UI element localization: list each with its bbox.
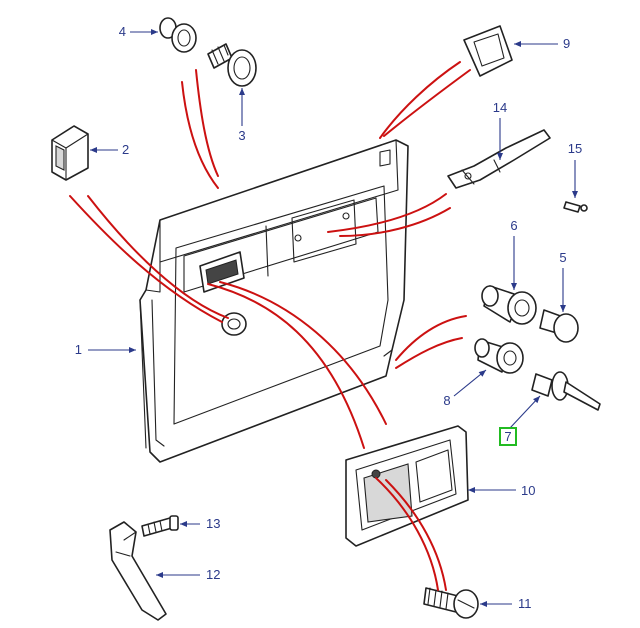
part-5-plug[interactable]: [539, 309, 579, 343]
redline-bush-a: [395, 315, 467, 361]
leader-7-arrowhead: [533, 396, 540, 404]
callout-6[interactable]: 6: [510, 218, 517, 233]
leader-9-arrowhead: [514, 41, 521, 47]
callout-1[interactable]: 1: [75, 342, 82, 357]
callout-10[interactable]: 10: [521, 483, 535, 498]
leader-1-arrowhead: [129, 347, 136, 353]
leader-13-arrowhead: [180, 521, 187, 527]
redline-screw-b: [385, 479, 447, 591]
callout-15[interactable]: 15: [568, 141, 582, 156]
leader-11-arrowhead: [480, 601, 487, 607]
leader-14-arrowhead: [497, 153, 503, 160]
redline-strap-b: [339, 207, 451, 237]
redline-handle-b: [219, 281, 387, 425]
part-8-bush[interactable]: [474, 338, 524, 374]
callout-4[interactable]: 4: [119, 24, 126, 39]
redline-fastener-b: [195, 69, 219, 177]
redline-handle-a: [207, 283, 365, 449]
leader-7: [509, 395, 541, 429]
leader-3-arrowhead: [239, 88, 245, 95]
part-3-push-fastener[interactable]: [207, 43, 257, 87]
part-13-bolt[interactable]: [141, 515, 179, 537]
part-9-bezel[interactable]: [463, 25, 513, 77]
callout-5[interactable]: 5: [559, 250, 566, 265]
leader-10-arrowhead: [468, 487, 475, 493]
callout-7-highlight-box: [499, 427, 517, 446]
part-15-small-screw[interactable]: [563, 201, 588, 213]
redline-bezel-b: [383, 69, 471, 137]
part-2-clip-block[interactable]: [51, 125, 89, 181]
callout-11[interactable]: 11: [518, 596, 532, 611]
redline-strap-a: [327, 193, 447, 233]
leader-12-arrowhead: [156, 572, 163, 578]
leader-6-arrowhead: [511, 283, 517, 290]
leader-4-arrowhead: [151, 29, 158, 35]
part-7-rivet[interactable]: [531, 371, 601, 411]
callout-9[interactable]: 9: [563, 36, 570, 51]
redline-bush-b: [395, 337, 463, 369]
callout-2[interactable]: 2: [122, 142, 129, 157]
redline-clip-to-panel-a: [69, 195, 223, 323]
leader-8-arrowhead: [478, 370, 486, 377]
redline-bezel-a: [379, 61, 461, 139]
leader-15-arrowhead: [572, 191, 578, 198]
part-4-bush[interactable]: [159, 17, 197, 53]
callout-12[interactable]: 12: [206, 567, 220, 582]
callout-14[interactable]: 14: [493, 100, 507, 115]
callout-7[interactable]: 7: [504, 429, 511, 444]
leader-lines: [88, 29, 578, 607]
callout-13[interactable]: 13: [206, 516, 220, 531]
redline-clip-to-panel-b: [87, 195, 229, 319]
part-14-strap-bracket[interactable]: [447, 129, 551, 189]
part-10-handle-escutcheon[interactable]: [345, 425, 469, 547]
callout-8[interactable]: 8: [443, 393, 450, 408]
part-6-bush-large[interactable]: [481, 285, 537, 325]
redline-screw-a: [375, 477, 439, 591]
part-11-screw[interactable]: [423, 587, 479, 619]
part-1-door-trim-panel[interactable]: [139, 139, 409, 463]
assembly-lines: [69, 61, 471, 591]
callout-labels: 1 2 3 4 5 6 7 8 9 10 11 12 13 14 15: [75, 24, 582, 611]
callout-3[interactable]: 3: [238, 128, 245, 143]
leader-5-arrowhead: [560, 305, 566, 312]
leader-2-arrowhead: [90, 147, 97, 153]
part-12-handle-bracket[interactable]: [109, 521, 167, 621]
redline-fastener-a: [181, 81, 219, 189]
